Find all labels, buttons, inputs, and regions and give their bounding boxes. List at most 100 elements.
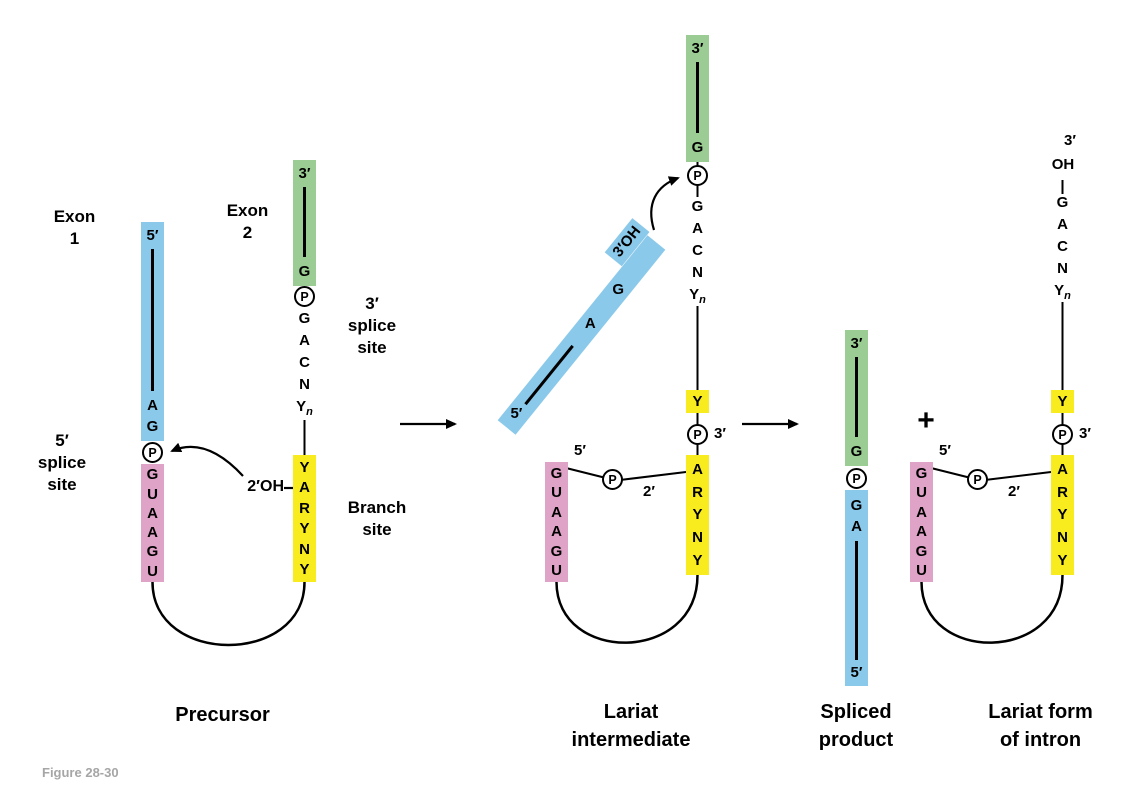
- nucleotide: Y: [692, 506, 703, 524]
- plus-sign: +: [917, 404, 935, 437]
- pink-to-p-connector-p4: [930, 467, 972, 479]
- five-prime-label-p4: 5′: [939, 442, 951, 459]
- intron-loop-p4: [920, 574, 1064, 644]
- branch-site-label: Branch site: [333, 497, 421, 541]
- transesterification-arrow-2: [650, 176, 680, 231]
- nucleotide: A: [299, 332, 310, 349]
- nucleotide: N: [1057, 529, 1068, 547]
- nucleotide: G: [550, 464, 563, 482]
- title-line1: Lariat: [603, 701, 659, 723]
- five-prime-label-p2: 5′: [574, 442, 586, 459]
- yn-base: Y: [689, 286, 700, 303]
- exon1-label: Exon 1: [32, 206, 117, 250]
- exon2-bar-p1: 3′ G: [293, 160, 316, 286]
- five-splice-line2: splice: [37, 453, 87, 472]
- exon2-bar-p2: 3′ G: [686, 35, 709, 162]
- yn-subscript: n: [1064, 290, 1071, 302]
- exon2-label-line1: Exon: [226, 201, 269, 220]
- nucleotide: A: [147, 397, 158, 414]
- nucleotide: G: [850, 497, 863, 514]
- three-prime-label: 3′: [691, 40, 704, 57]
- stage-title-spliced-product: Spliced product: [786, 698, 926, 754]
- nucleotide: G: [915, 542, 928, 560]
- nucleotide: A: [584, 315, 596, 333]
- title-line2: intermediate: [571, 729, 691, 751]
- nucleotide: A: [299, 479, 310, 497]
- strand-line: [855, 541, 858, 660]
- three-prime-label: 3′: [850, 335, 863, 352]
- phosphate-3-splice-site-p2: P: [687, 165, 708, 186]
- two-prime-bond-label-p2: 2′: [643, 483, 655, 500]
- nucleotide: C: [1057, 238, 1068, 255]
- branch-y-nt: Y: [1057, 393, 1068, 410]
- five-splice-line1: 5′: [55, 431, 69, 450]
- nucleotide: N: [692, 529, 703, 547]
- nucleotide: G: [915, 464, 928, 482]
- yn-base: Y: [1054, 282, 1065, 299]
- exon2-label: Exon 2: [205, 200, 290, 244]
- nucleotide: A: [851, 518, 862, 535]
- nucleotide: A: [551, 523, 562, 541]
- phosphate-3-splice-site-p1: P: [294, 286, 315, 307]
- exon2-5start-seq: G: [851, 441, 863, 462]
- yn-subscript: n: [699, 294, 706, 306]
- nucleotide: G: [146, 418, 159, 435]
- three-prime-bond-label-p4: 3′: [1079, 425, 1091, 442]
- nucleotide: G: [612, 280, 624, 298]
- yn-symbol: Yn: [296, 396, 313, 423]
- nucleotide: Y: [299, 458, 310, 476]
- title-line2: of intron: [999, 729, 1082, 751]
- nucleotide: U: [916, 484, 927, 502]
- strand-line: [855, 357, 858, 437]
- nucleotide: R: [692, 483, 703, 501]
- nucleotide: G: [1056, 194, 1069, 211]
- five-prime-label: 5′: [850, 664, 863, 681]
- nucleotide: A: [692, 220, 703, 237]
- two-prime-bond-label-p4: 2′: [1008, 483, 1020, 500]
- yn-subscript: n: [306, 406, 313, 418]
- nucleotide: Y: [1057, 506, 1068, 524]
- three-splice-site-label: 3′ splice site: [328, 293, 416, 359]
- phosphate-branch-3bond-p4: P: [1052, 424, 1073, 445]
- exon1-label-line2: 1: [69, 229, 80, 248]
- exon1-label-line1: Exon: [53, 207, 96, 226]
- strand-line: [303, 187, 306, 257]
- three-splice-line3: site: [357, 338, 387, 357]
- five-prime-label: 5′: [146, 227, 159, 244]
- stage-title-lariat-intron: Lariat form of intron: [948, 698, 1133, 754]
- nucleotide: G: [146, 543, 159, 561]
- phosphate-branch-3bond-p2: P: [687, 424, 708, 445]
- p-to-branch-a-p4: [984, 471, 1052, 481]
- branch-y-nt: Y: [692, 393, 703, 410]
- yn-base: Y: [296, 398, 307, 415]
- branch-y-box-p4: Y: [1051, 390, 1074, 413]
- title-line1: Lariat form: [988, 701, 1093, 723]
- nucleotide: A: [692, 460, 703, 478]
- nucleotide: R: [1057, 483, 1068, 501]
- nucleotide: C: [299, 354, 310, 371]
- strand-line: [696, 62, 699, 133]
- oh-label-p4: OH: [1051, 156, 1075, 173]
- nucleotide: C: [692, 242, 703, 259]
- three-splice-line1: 3′: [365, 294, 379, 313]
- phosphate-2-5-bond-p2: P: [602, 469, 623, 490]
- nucleotide: G: [691, 198, 704, 215]
- branch-site-line1: Branch: [347, 498, 407, 517]
- nucleotide: G: [850, 443, 863, 460]
- five-prime-label: 5′: [510, 404, 523, 422]
- intron-loop-p1: [151, 581, 306, 647]
- nucleotide: A: [916, 503, 927, 521]
- nucleotide: A: [147, 504, 158, 522]
- nucleotide: R: [299, 499, 310, 517]
